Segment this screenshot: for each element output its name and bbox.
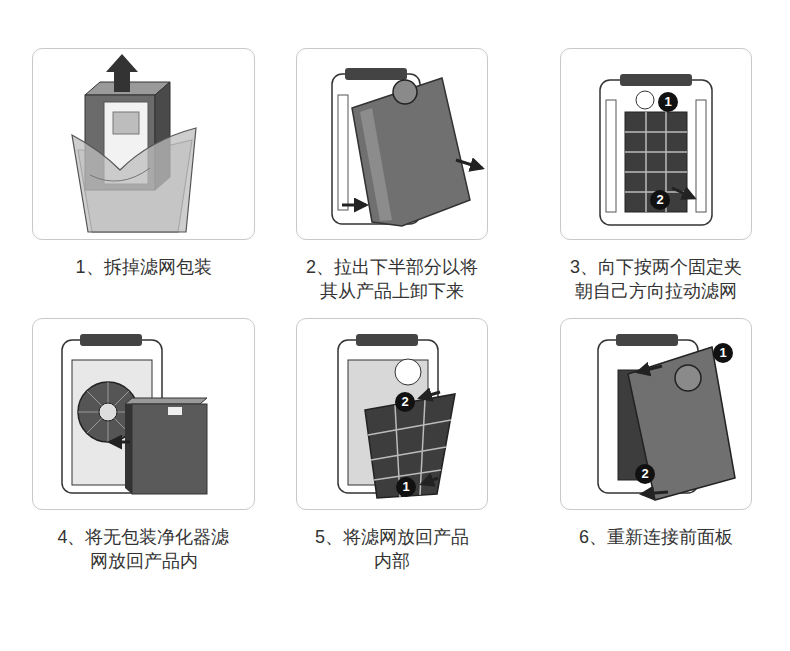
callout-number: 2 xyxy=(395,392,415,412)
pull-arrow xyxy=(342,204,366,207)
sensor-ring xyxy=(393,80,417,104)
insert-filter-illustration xyxy=(62,334,207,494)
bag-front xyxy=(72,128,196,232)
filter-tab xyxy=(113,112,139,134)
step-caption: 3、向下按两个固定夹 朝自己方向拉动滤网 xyxy=(563,255,749,303)
remove-panel-illustration xyxy=(332,68,482,226)
grid-lines xyxy=(368,400,451,497)
up-arrow xyxy=(106,54,138,92)
step-panel: 4、将无包装净化器滤 网放回产品内 xyxy=(32,318,255,510)
step-caption: 4、将无包装净化器滤 网放回产品内 xyxy=(51,525,237,573)
side-frame xyxy=(338,95,348,210)
sensor-ring xyxy=(675,365,701,391)
filter-front xyxy=(132,404,207,494)
side-frame xyxy=(606,100,616,212)
step-caption: 2、拉出下半部分以将 其从产品上卸下来 xyxy=(299,255,485,303)
top-grill xyxy=(80,334,142,346)
top-grill xyxy=(345,68,407,80)
reattach-panel-illustration xyxy=(598,334,735,500)
step-panel: 3、向下按两个固定夹 朝自己方向拉动滤网 xyxy=(560,48,752,240)
side-frame xyxy=(696,100,706,212)
top-grill xyxy=(356,334,418,346)
step-caption: 1、拆掉滤网包装 xyxy=(75,255,211,279)
callout-number: 1 xyxy=(396,477,416,497)
insert-arrow xyxy=(110,441,130,444)
purifier-body xyxy=(600,80,712,225)
top-grill xyxy=(620,74,692,86)
callout-number: 1 xyxy=(713,343,733,363)
grid-lines xyxy=(625,112,687,212)
step-panel: 5、将滤网放回产品 内部 xyxy=(296,318,488,510)
pull-filter-illustration xyxy=(600,74,712,225)
step-caption: 5、将滤网放回产品 内部 xyxy=(309,525,475,573)
clip xyxy=(636,91,654,109)
pull-arrow xyxy=(672,188,694,198)
push-arrow xyxy=(422,478,438,484)
replace-filter-illustration xyxy=(338,334,455,498)
front-panel xyxy=(628,347,735,500)
pull-arrow xyxy=(456,160,482,168)
sensor-ring xyxy=(395,359,421,385)
callout-number: 2 xyxy=(635,464,655,484)
step-caption: 6、重新连接前面板 xyxy=(579,525,733,549)
unpack-illustration xyxy=(72,54,196,232)
callout-number: 1 xyxy=(658,92,678,112)
callout-number: 2 xyxy=(650,190,670,210)
filter-side xyxy=(125,404,132,494)
step-panel: 1、拆掉滤网包装 xyxy=(32,48,255,240)
push-arrow xyxy=(420,392,440,398)
filter-top xyxy=(125,398,207,404)
bag-fold xyxy=(90,168,150,181)
fan-hub xyxy=(99,403,117,421)
push-arrow xyxy=(642,492,668,494)
push-arrow xyxy=(638,366,662,372)
filter-tab xyxy=(168,407,182,415)
top-grill xyxy=(616,334,678,346)
step-panel: 2、拉出下半部分以将 其从产品上卸下来 xyxy=(296,48,488,240)
front-panel xyxy=(352,78,470,226)
filter-grid xyxy=(625,112,687,212)
